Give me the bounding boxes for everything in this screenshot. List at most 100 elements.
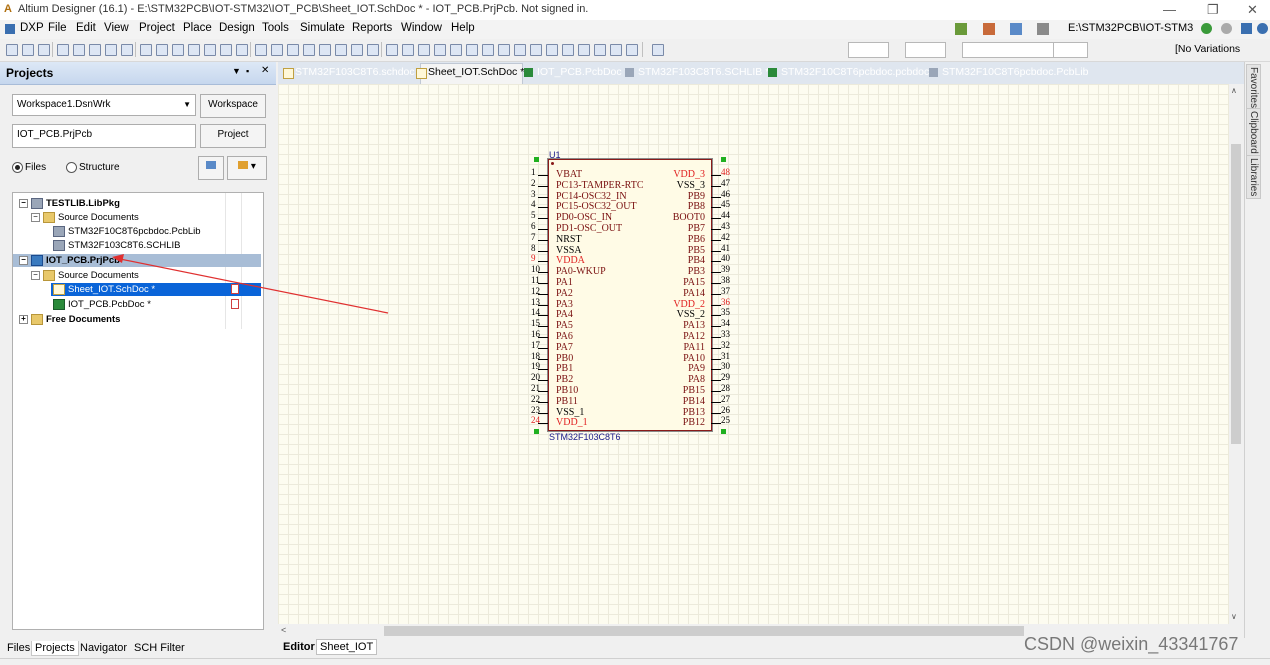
pin-line[interactable] [538,401,548,403]
print-preview-icon[interactable] [73,44,85,56]
menu-help[interactable]: Help [451,22,475,34]
tree-item-sheet-iot[interactable]: Sheet_IOT.SchDoc * [51,283,261,296]
tab-editor[interactable]: Editor [283,641,315,653]
restore-button[interactable]: ❐ [1207,2,1219,17]
pin-line[interactable] [538,250,548,252]
cross-probe-icon[interactable] [271,44,283,56]
selection-handle[interactable] [721,157,726,162]
project-button[interactable]: Project [200,124,266,148]
horizontal-scroll-thumb[interactable] [384,626,1024,636]
selection-handle[interactable] [721,429,726,434]
component-comment[interactable]: STM32F103C8T6 [549,432,621,442]
pin-line[interactable] [711,315,721,317]
vertical-scroll-thumb[interactable] [1231,144,1241,444]
schematic-canvas[interactable] [278,84,1229,624]
project-field[interactable]: IOT_PCB.PrjPcb [12,124,196,148]
paste-icon[interactable] [172,44,184,56]
variations-combo[interactable]: [No Variations [1175,43,1241,55]
pin-line[interactable] [538,391,548,392]
doc-tab-pcblib[interactable]: STM32F10C8T6pcbdoc.PcbLib [942,66,1089,78]
export-button[interactable]: ▾ [227,156,267,180]
place-harness-connector-icon[interactable] [562,44,574,56]
tree-item-testlib[interactable]: −TESTLIB.LibPkg [19,197,120,210]
menu-reports[interactable]: Reports [352,22,393,34]
save-icon[interactable] [38,44,50,56]
pin-line[interactable] [538,218,548,220]
place-part-icon[interactable] [498,44,510,56]
tab-sch-filter[interactable]: SCH Filter [134,642,185,654]
horizontal-scrollbar[interactable]: < [278,624,1229,638]
place-wire-icon[interactable] [386,44,398,56]
tab-projects[interactable]: Projects [31,641,79,656]
menu-window[interactable]: Window [401,22,442,34]
toolbar-icon[interactable] [955,23,967,35]
expand-icon[interactable]: + [19,314,28,324]
pin-line[interactable] [538,272,548,274]
pin-line[interactable] [711,239,721,241]
component-designator[interactable]: U1 [549,150,561,160]
compile-icon[interactable] [367,44,379,56]
probe-icon[interactable] [351,44,363,56]
place-compile-mask-icon[interactable] [626,44,638,56]
pin-line[interactable] [711,304,721,306]
tab-libraries[interactable]: Libraries [1246,155,1261,200]
menu-file[interactable]: File [48,22,67,34]
menu-tools[interactable]: Tools [262,22,289,34]
go-forward-icon[interactable] [1201,23,1212,34]
tree-item-pcbdoc[interactable]: IOT_PCB.PcbDoc * [53,298,151,311]
menu-edit[interactable]: Edit [76,22,96,34]
workspace-dropdown[interactable]: Workspace1.DsnWrk ▼ [12,94,196,116]
tree-item-iot-project[interactable]: −IOT_PCB.PrjPcb [13,254,261,267]
pin-line[interactable] [538,239,548,241]
help-icon[interactable] [1257,23,1268,34]
copy-icon[interactable] [156,44,168,56]
pin-line[interactable] [711,412,721,414]
menu-view[interactable]: View [104,22,129,34]
pin-line[interactable] [711,229,721,230]
vertical-scrollbar[interactable]: ∧ ∨ [1229,84,1243,624]
path-display[interactable]: E:\STM32PCB\IOT-STM3 [1068,22,1194,34]
redo-icon[interactable] [319,44,331,56]
menu-simulate[interactable]: Simulate [300,22,345,34]
pin-line[interactable] [538,380,548,382]
structure-radio[interactable] [66,162,77,173]
tab-files[interactable]: Files [7,642,31,654]
toolbar-icon[interactable] [983,23,995,35]
pin-line[interactable] [711,283,721,284]
pin-line[interactable] [538,196,548,198]
move-selection-icon[interactable] [255,44,267,56]
go-back-icon[interactable] [1221,23,1232,34]
collapse-icon[interactable]: − [19,255,28,265]
menu-design[interactable]: Design [219,22,255,34]
pin-line[interactable] [711,175,721,176]
place-bus-entry-icon[interactable] [434,44,446,56]
new-icon[interactable] [6,44,18,56]
pin-line[interactable] [711,369,721,371]
pencil-icon[interactable] [652,44,664,56]
collapse-icon[interactable]: − [31,212,40,222]
doc-tab-stm32-schdoc[interactable]: STM32F103C8T6.schdoc [295,66,415,78]
place-device-sheet-icon[interactable] [546,44,558,56]
gnd-port-icon[interactable] [466,44,478,56]
toolbar-combo-1[interactable] [848,42,889,58]
pin-line[interactable] [538,261,548,263]
place-port-icon[interactable] [594,44,606,56]
pin-line[interactable] [538,423,548,425]
zoom-fit-icon[interactable] [105,44,117,56]
pin-line[interactable] [711,391,721,392]
pin-line[interactable] [711,272,721,274]
pin-line[interactable] [538,207,548,209]
place-harness-entry-icon[interactable] [578,44,590,56]
scroll-up-icon[interactable]: ∧ [1231,86,1237,95]
tree-item-pcblib[interactable]: STM32F10C8T6pcbdoc.PcbLib [53,225,201,238]
collapse-icon[interactable]: − [19,198,28,208]
tree-item-source-docs[interactable]: −Source Documents [31,211,139,224]
pin-line[interactable] [538,337,548,338]
toolbar-combo-4[interactable] [1053,42,1088,58]
pin-line[interactable] [711,358,721,360]
select-inside-icon[interactable] [220,44,232,56]
panel-menu-icon[interactable]: ▼ [232,66,241,76]
selection-handle[interactable] [534,429,539,434]
pin-line[interactable] [711,250,721,252]
workspace-button[interactable]: Workspace [200,94,266,118]
